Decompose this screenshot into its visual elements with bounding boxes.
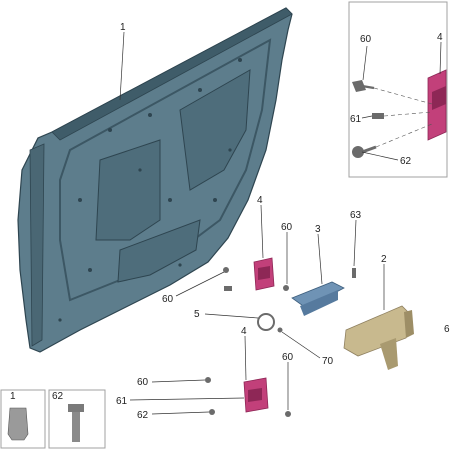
outside-handle[interactable] [291, 281, 345, 316]
inset-bolt-62[interactable] [352, 145, 377, 158]
callout-61-inset: 61 [350, 114, 362, 125]
callout-63: 63 [350, 210, 362, 221]
callout-60-lower-left: 60 [137, 377, 149, 388]
door-top-rim [51, 7, 293, 141]
callout-60-lower: 60 [282, 352, 294, 363]
leader-lines [119, 31, 442, 415]
thumbnail-label-1: 1 [10, 391, 16, 402]
callout-4-inset: 4 [437, 32, 443, 43]
lower-hinge[interactable] [243, 377, 269, 413]
callout-5: 5 [194, 309, 200, 320]
lower-hinge-bolt-60[interactable] [205, 377, 211, 383]
callout-3: 3 [315, 224, 321, 235]
callout-62-inset: 62 [400, 156, 412, 167]
callout-4-upper: 4 [257, 195, 263, 206]
detail-inset-frame [348, 1, 448, 178]
callout-61-lower: 61 [116, 396, 128, 407]
thumbnail-plug-1[interactable] [7, 407, 29, 441]
inset-bolt-61[interactable] [372, 113, 384, 119]
upper-hinge-bolt-left[interactable] [223, 267, 229, 273]
lower-hinge-bolt-right[interactable] [285, 411, 291, 417]
callout-62-lower: 62 [137, 410, 149, 421]
handle-bolt-70[interactable] [277, 327, 283, 333]
callout-60-upper: 60 [281, 222, 293, 233]
callout-60-left: 60 [162, 294, 174, 305]
handle-gasket-5[interactable] [257, 313, 275, 331]
handle-screw-63[interactable] [352, 268, 356, 278]
upper-hinge[interactable] [253, 257, 275, 291]
callout-2: 2 [381, 254, 387, 265]
inset-hinge[interactable] [427, 69, 447, 141]
door-latch[interactable] [343, 305, 414, 370]
thumbnail-label-62: 62 [52, 391, 64, 402]
upper-hinge-bolt-right[interactable] [283, 285, 289, 291]
door-holes [58, 58, 242, 322]
callout-6-partial: 6 [444, 324, 450, 335]
callout-60-inset: 60 [360, 34, 372, 45]
callout-4-lower: 4 [241, 326, 247, 337]
lower-hinge-bolt-62[interactable] [209, 409, 215, 415]
thumbnail-frame-62 [48, 389, 106, 449]
callout-labels: 1 60 4 61 62 4 60 3 63 2 60 5 70 6 4 60 … [10, 22, 450, 421]
thumbnail-bolt-62[interactable] [68, 404, 84, 442]
door-opening-lower [95, 139, 161, 241]
thumbnail-frame-1 [0, 389, 46, 449]
door-panel[interactable] [17, 7, 293, 353]
callout-70: 70 [322, 356, 334, 367]
inset-bolt-60[interactable] [352, 80, 375, 92]
callout-1: 1 [120, 22, 126, 33]
door-opening-bottom [117, 219, 201, 283]
upper-hinge-bolt-lower[interactable] [224, 286, 232, 291]
door-hinge-pillar [29, 143, 45, 347]
door-opening-upper [179, 69, 251, 191]
